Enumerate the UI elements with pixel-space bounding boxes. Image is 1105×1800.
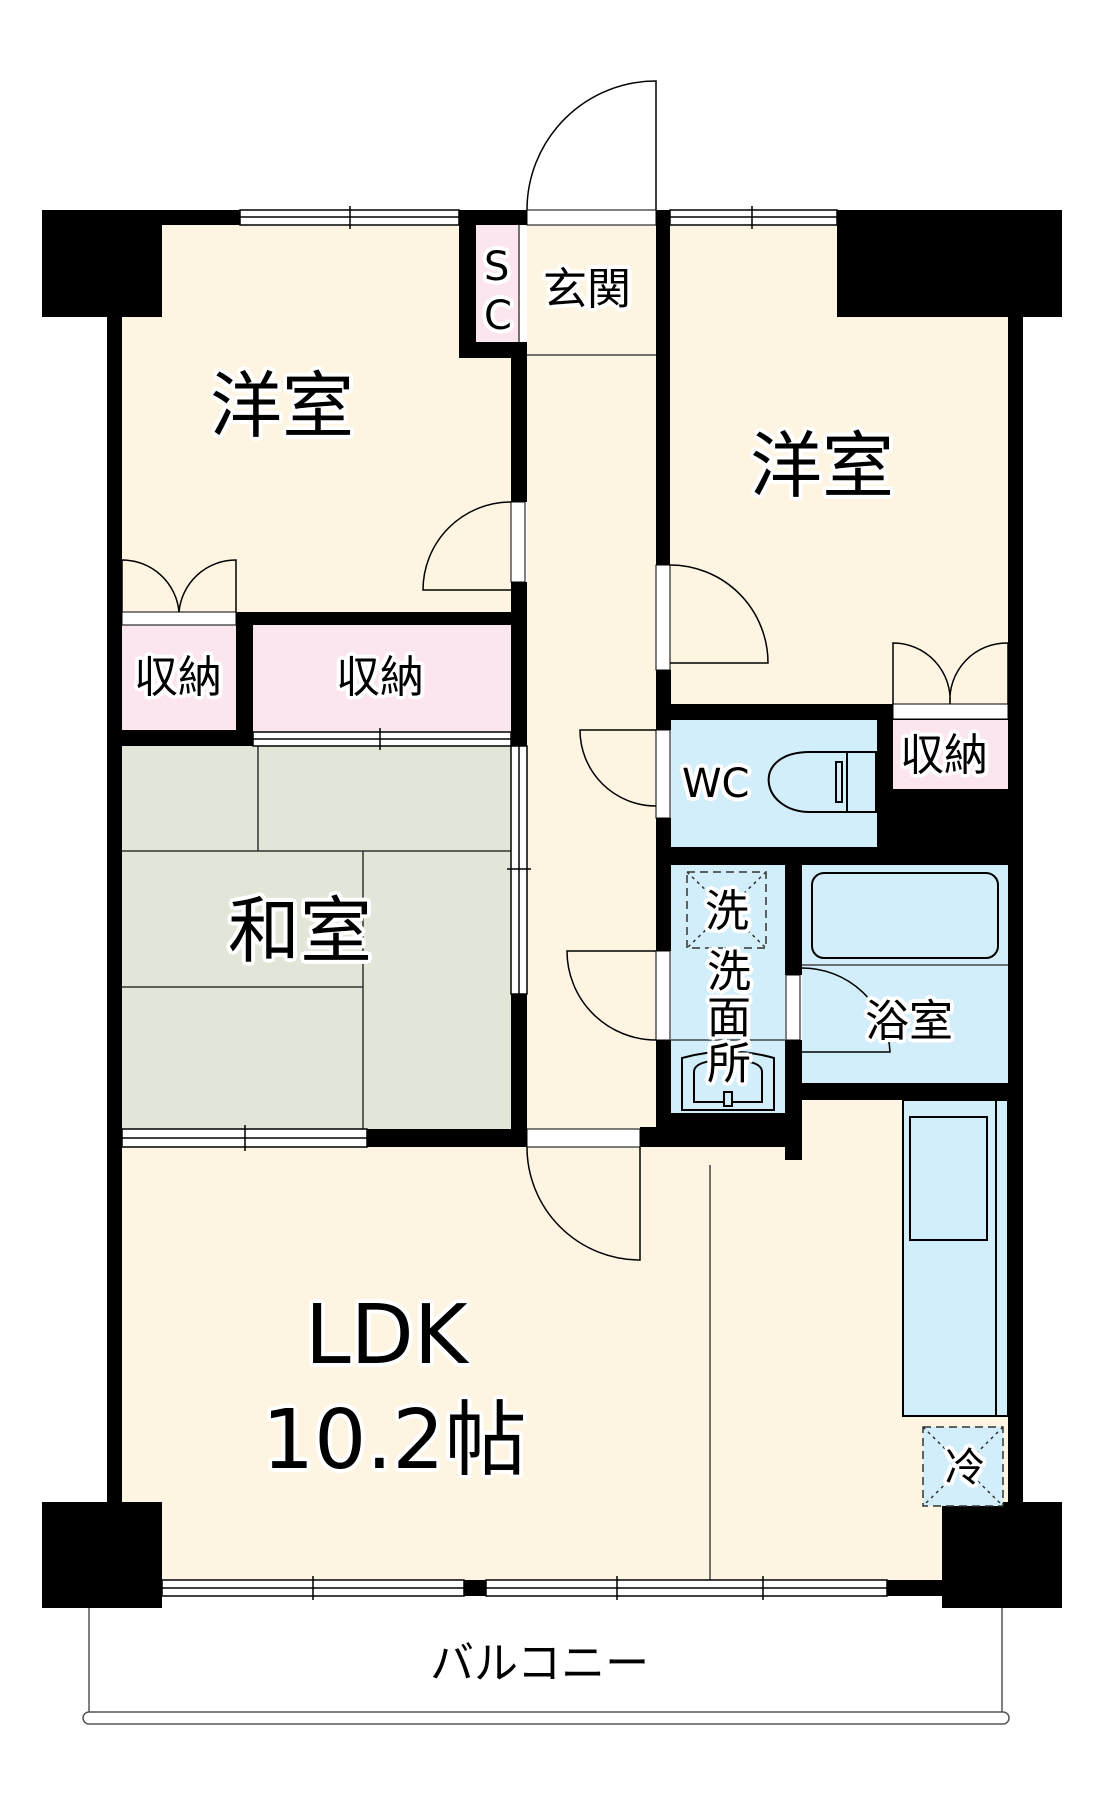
bath-door — [801, 967, 891, 1053]
room2-closet-doors — [892, 642, 1009, 705]
room1-closet-doors — [121, 559, 237, 613]
wc-door — [579, 729, 657, 807]
storage-right-floor — [893, 720, 1008, 789]
balcony-label: バルコニー — [430, 1638, 650, 1689]
shoe-closet-floor — [476, 225, 519, 342]
fridge-label: 冷 — [945, 1445, 985, 1491]
western-room-1-label: 洋室 — [210, 364, 355, 448]
toilet-icon — [767, 751, 877, 813]
wc-label: WC — [682, 761, 750, 807]
room1-door — [422, 501, 512, 591]
door-swings — [121, 80, 1009, 1261]
storage-right-label: 収納 — [900, 730, 988, 781]
entrance-label: 玄関 — [543, 264, 631, 315]
washing-machine-spot — [686, 871, 767, 949]
ldk-size-label: 10.2帖 — [262, 1393, 527, 1488]
kitchen-sink — [909, 1116, 988, 1241]
western-room-1-floor — [122, 225, 511, 612]
thin-lines — [518, 225, 1008, 1580]
storage-large-label: 収納 — [336, 652, 424, 703]
ldk-door — [526, 1146, 641, 1261]
pillar-bottom-right — [942, 1502, 1062, 1608]
ldk-floor — [122, 1147, 1008, 1580]
shoe-closet-label-s: S — [484, 244, 510, 290]
washroom-door — [566, 950, 657, 1041]
fridge-spot — [922, 1426, 1004, 1507]
tatami-lines — [122, 746, 511, 1129]
balcony — [82, 1608, 1010, 1725]
western-room-2-label: 洋室 — [750, 424, 895, 508]
shoe-closet-label-c: C — [484, 293, 512, 339]
room2-door — [669, 564, 769, 664]
fixtures — [681, 751, 1009, 1417]
washing-machine-label: 洗 — [705, 886, 749, 937]
storage-large-floor — [253, 625, 511, 747]
washroom-label: 洗面所 — [699, 948, 750, 1086]
entrance-door — [526, 80, 657, 211]
bathroom-label: 浴室 — [865, 996, 953, 1047]
storage-small-label: 収納 — [134, 652, 222, 703]
pillar-top-left — [42, 210, 162, 317]
japanese-room-label: 和室 — [228, 889, 373, 973]
pillar-top-right — [837, 210, 1062, 317]
floor-fills — [122, 225, 1008, 1580]
corridor-floor — [527, 225, 656, 1225]
door-openings — [121, 209, 1009, 1148]
pillar-bottom-left — [42, 1502, 162, 1608]
ldk-label: LDK — [305, 1288, 468, 1383]
balcony-rail — [82, 1711, 1010, 1725]
bathtub-icon — [811, 872, 999, 959]
storage-small-floor — [122, 625, 236, 730]
tatami-floor — [122, 746, 511, 1129]
